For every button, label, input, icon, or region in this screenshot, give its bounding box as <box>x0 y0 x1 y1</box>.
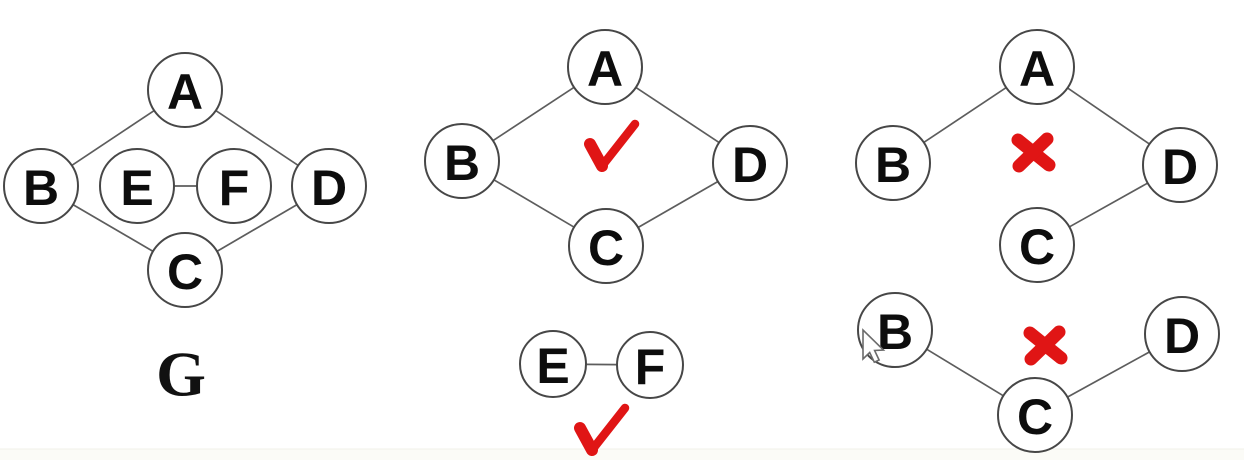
node-circle <box>196 148 272 224</box>
graph-edge-AD <box>635 86 720 144</box>
graph-node-F: F <box>196 148 272 224</box>
node-label: B <box>444 135 480 191</box>
graph-node-C: C <box>999 207 1075 283</box>
mouse-cursor-icon <box>862 328 886 364</box>
graph-edge-AD <box>1067 87 1150 145</box>
graph-edge-BC <box>72 203 154 253</box>
node-label: D <box>1162 139 1198 195</box>
node-circle <box>1142 127 1218 203</box>
node-label: F <box>219 160 250 216</box>
graph-node-A: A <box>999 29 1075 105</box>
node-label: B <box>877 304 913 360</box>
graph-node-C: C <box>568 208 644 284</box>
subgraph-ABDC-invalid: A B D C <box>855 29 1218 283</box>
graph-G: A B E F D CG <box>3 52 367 410</box>
graph-edge-AD <box>215 109 299 167</box>
graph-caption: G <box>156 339 206 410</box>
graph-edge-AB <box>492 86 575 142</box>
check-icon <box>574 403 630 456</box>
node-circle <box>519 330 587 398</box>
node-circle <box>147 232 223 308</box>
node-circle <box>855 125 931 201</box>
graph-node-D: D <box>291 148 367 224</box>
graph-node-B: B <box>855 125 931 201</box>
node-label: B <box>23 160 59 216</box>
node-circle <box>424 123 500 199</box>
graph-node-F: F <box>616 331 684 399</box>
node-label: C <box>1019 219 1055 275</box>
graph-edge-BC <box>926 348 1004 397</box>
node-circle <box>567 29 643 105</box>
cross-icon <box>1023 325 1068 366</box>
graph-node-B: B <box>3 148 79 224</box>
node-circle <box>712 125 788 201</box>
node-circle <box>99 148 175 224</box>
node-label: A <box>1019 41 1055 97</box>
node-label: C <box>1017 389 1053 445</box>
node-label: C <box>588 220 624 276</box>
node-circle <box>999 207 1075 283</box>
graph-node-A: A <box>147 52 223 128</box>
graph-node-E: E <box>519 330 587 398</box>
node-circle <box>291 148 367 224</box>
graph-node-B: B <box>424 123 500 199</box>
cross-icon <box>1011 132 1056 173</box>
graph-node-B: B <box>857 292 933 368</box>
graph-edge-CD <box>637 180 719 229</box>
graph-edge-CD <box>1066 351 1151 398</box>
graph-node-D: D <box>1144 296 1220 372</box>
node-label: B <box>875 137 911 193</box>
node-label: A <box>167 64 203 120</box>
node-circle <box>616 331 684 399</box>
graph-edge-AB <box>923 86 1007 144</box>
check-icon <box>584 119 640 172</box>
graph-node-D: D <box>1142 127 1218 203</box>
graph-node-C: C <box>997 377 1073 453</box>
node-label: A <box>587 41 623 97</box>
node-circle <box>1144 296 1220 372</box>
graph-node-E: E <box>99 148 175 224</box>
slide-footer-strip <box>0 449 1244 460</box>
node-label: D <box>311 160 347 216</box>
node-label: E <box>536 338 569 394</box>
node-label: E <box>120 160 153 216</box>
node-label: D <box>732 137 768 193</box>
node-label: C <box>167 244 203 300</box>
node-circle <box>3 148 79 224</box>
node-label: D <box>1164 308 1200 364</box>
graph-node-A: A <box>567 29 643 105</box>
node-circle <box>568 208 644 284</box>
subgraph-ABCD-valid: A B D C <box>424 29 788 284</box>
node-circle <box>147 52 223 128</box>
node-label: F <box>635 339 666 395</box>
node-circle <box>999 29 1075 105</box>
graph-node-C: C <box>147 232 223 308</box>
graph-edge-DC <box>1068 182 1149 228</box>
graph-edge-BC <box>493 179 575 228</box>
subgraph-BCD-invalid: B D C <box>857 292 1220 453</box>
graph-node-D: D <box>712 125 788 201</box>
graph-edge-AB <box>71 109 155 167</box>
graph-edge-CD <box>216 203 298 253</box>
node-circle <box>997 377 1073 453</box>
